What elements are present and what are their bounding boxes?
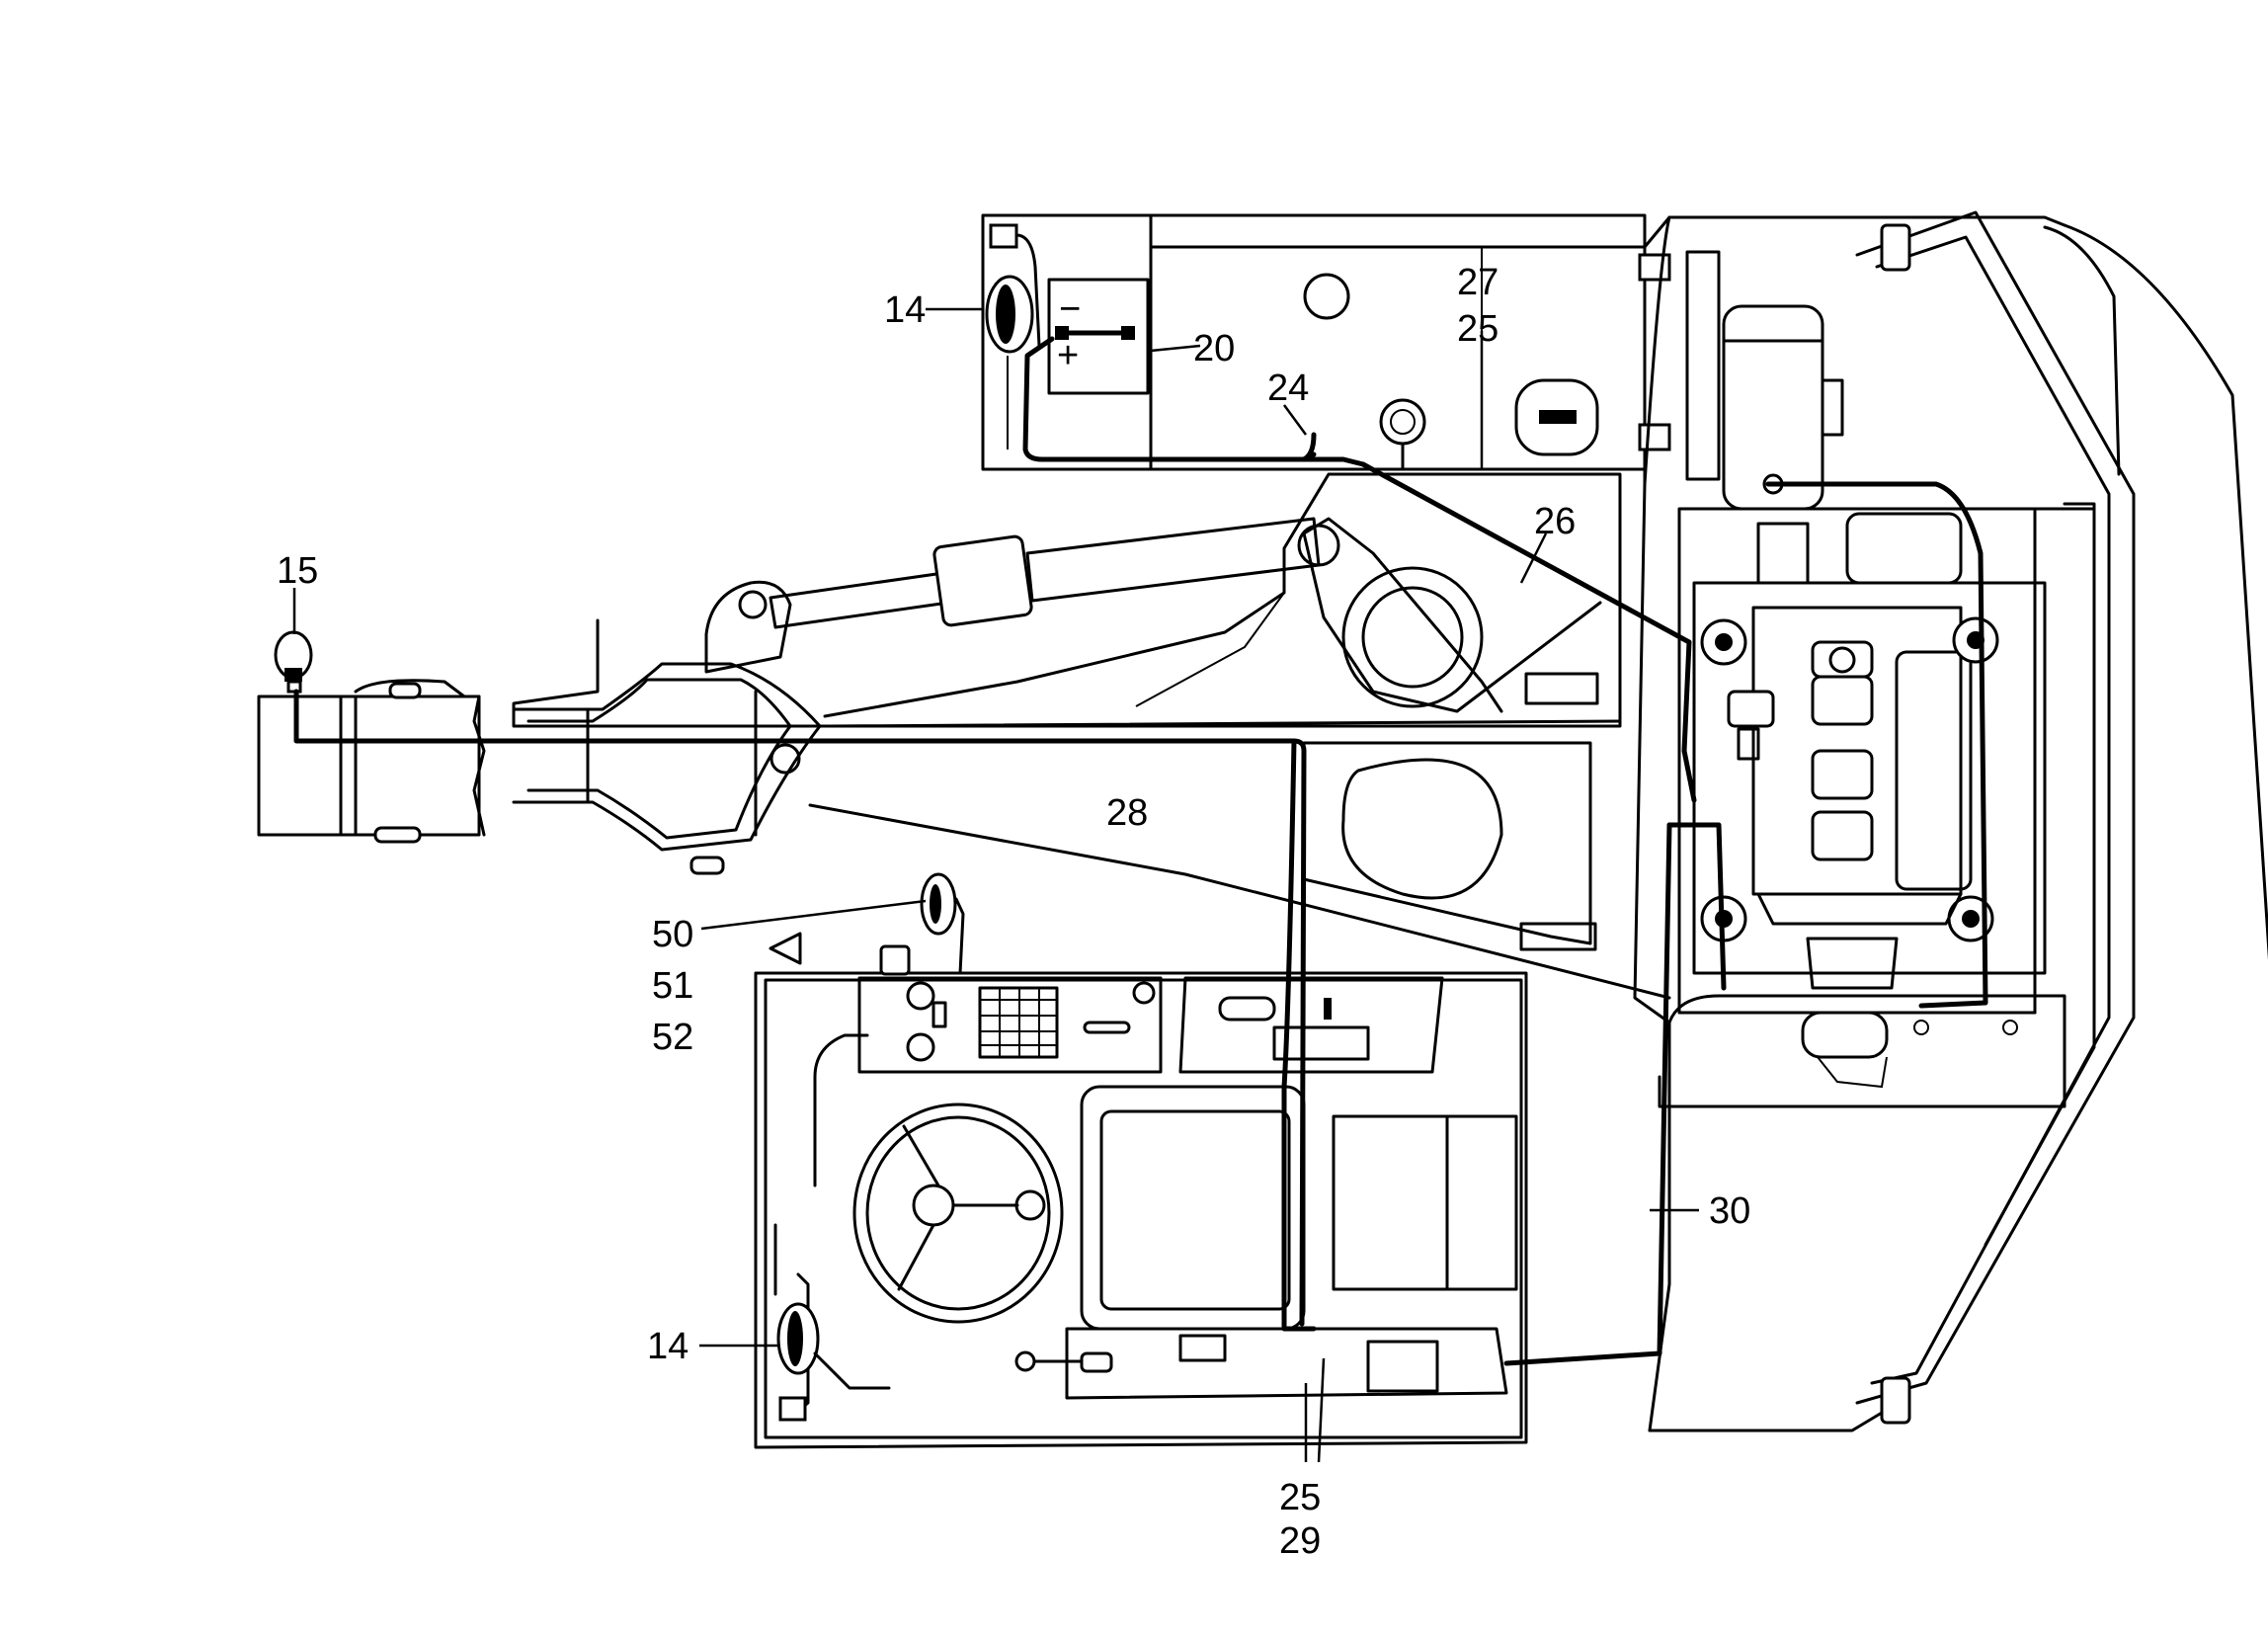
injector-group-icon [1811,640,1874,861]
label-20: 20 [1193,328,1235,369]
label-24: 24 [1267,368,1309,409]
label-30: 30 [1709,1190,1750,1232]
label-15: 15 [277,550,318,592]
operator-cab [754,872,1528,1449]
label-25-bottom: 25 [1279,1477,1321,1518]
label-50: 50 [652,914,693,955]
label-26: 26 [1534,501,1576,542]
tool-end [257,630,486,844]
battery-icon [1047,278,1150,395]
battery-plus: + [1057,335,1079,376]
battery-minus: − [1059,288,1081,330]
gauge-icon [906,981,935,1011]
part-labels: 14 20 27 25 24 26 15 28 50 51 52 30 14 2… [277,262,1750,1562]
label-25-top: 25 [1457,308,1498,350]
label-27: 27 [1457,262,1498,303]
counterweight-frame [1643,210,2268,1432]
steering-wheel-icon [852,1103,1064,1324]
battery-compartment: − + [981,213,1647,471]
label-28: 28 [1106,792,1148,834]
leader-lines [292,307,1699,1463]
engine-compartment [1633,215,2066,1432]
label-52: 52 [652,1017,693,1058]
gauge-icon [906,1032,935,1062]
plug-lower-icon [778,1396,807,1422]
label-14-top: 14 [884,289,926,331]
label-14-bottom: 14 [647,1326,688,1367]
label-29: 29 [1279,1520,1321,1562]
dash-switch-grid [980,988,1057,1057]
plug-upper-icon [989,223,1018,249]
wiring-harness [293,451,1988,1366]
label-51: 51 [652,965,693,1007]
